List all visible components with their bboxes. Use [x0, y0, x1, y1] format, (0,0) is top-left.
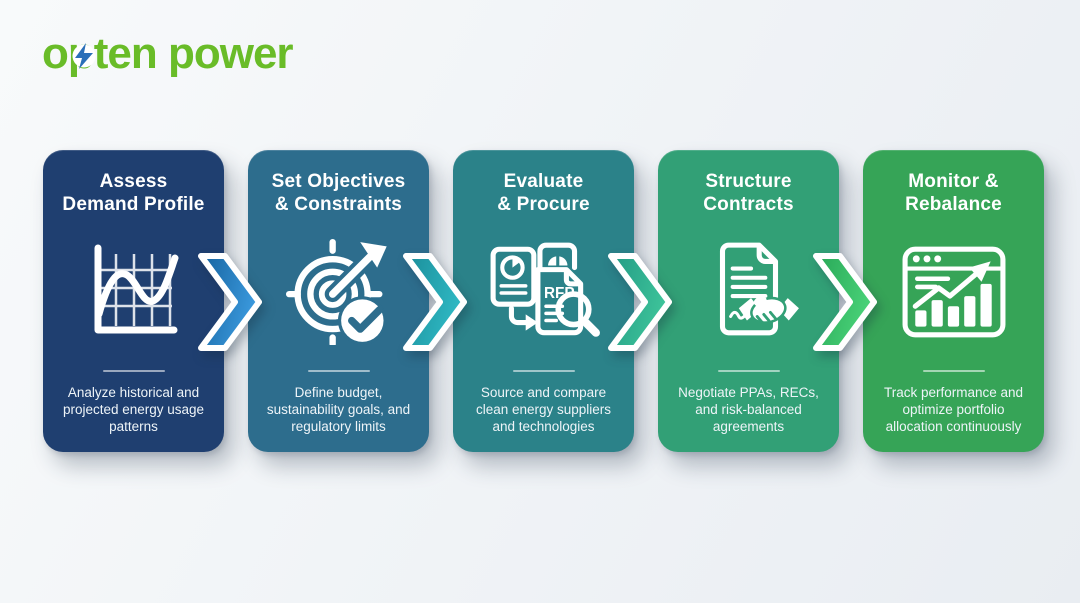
flow-arrow-2 chevron-right-icon: [403, 253, 467, 351]
step-card-monitor-rebalance: Monitor & Rebalance Track: [863, 150, 1044, 452]
step-title-line1: Structure: [705, 171, 792, 192]
step-divider: [102, 370, 165, 372]
step-icon-wrap: [52, 217, 215, 366]
lightning-bolt-icon: [72, 43, 96, 69]
step-card-assess-demand: Assess Demand Profile Analyze historical…: [43, 150, 224, 452]
step-title-line1: Monitor &: [908, 171, 999, 192]
step-divider: [922, 370, 985, 372]
flow-arrow-3 chevron-right-icon: [608, 253, 672, 351]
step-title-line1: Assess: [99, 171, 168, 192]
step-title-line2: Contracts: [703, 193, 794, 215]
step-icon-wrap: [257, 217, 420, 366]
step-description: Track performance and optimize portfolio…: [883, 385, 1024, 434]
rfp-documents-magnifier-icon: RFP: [490, 242, 600, 337]
step-description: Negotiate PPAs, RECs, and risk-balanced …: [678, 385, 819, 434]
step-divider: [307, 370, 370, 372]
step-title: Monitor & Rebalance: [905, 171, 1002, 217]
step-title-line2: Rebalance: [905, 193, 1002, 215]
step-description: Define budget, sustainability goals, and…: [266, 385, 411, 434]
step-card-structure-contracts: Structure Contracts Negotiate PPAs, RECs…: [658, 150, 839, 452]
step-divider: [512, 370, 575, 372]
step-icon-wrap: [667, 217, 830, 366]
step-description: Analyze historical and projected energy …: [62, 385, 205, 434]
step-title: Set Objectives & Constraints: [272, 171, 406, 217]
target-arrow-check-icon: [285, 238, 387, 345]
step-icon-wrap: RFP: [462, 217, 625, 366]
contract-handshake-icon: [719, 242, 799, 335]
step-title: Assess Demand Profile: [62, 171, 204, 217]
step-title: Evaluate & Procure: [497, 171, 590, 217]
flow-arrow-1 chevron-right-icon: [198, 253, 262, 351]
step-title-line2: Demand Profile: [62, 193, 205, 215]
logo: opten power: [42, 26, 294, 82]
step-icon-wrap: [872, 217, 1035, 366]
flow-arrow-4 chevron-right-icon: [813, 253, 877, 351]
step-title-line1: Set Objectives: [271, 171, 406, 192]
step-card-set-objectives: Set Objectives & Constraints Define budg…: [248, 150, 429, 452]
step-card-evaluate-procure: Evaluate & Procure RFP: [453, 150, 634, 452]
step-title-line2: & Constraints: [274, 193, 403, 215]
step-description: Source and compare clean energy supplier…: [475, 385, 612, 434]
step-title: Structure Contracts: [703, 171, 793, 217]
dashboard-growth-icon: [902, 246, 1005, 337]
step-title-line1: Evaluate: [503, 171, 584, 192]
step-title-line2: & Procure: [497, 193, 590, 215]
step-divider: [717, 370, 780, 372]
line-chart-icon: [94, 244, 178, 333]
